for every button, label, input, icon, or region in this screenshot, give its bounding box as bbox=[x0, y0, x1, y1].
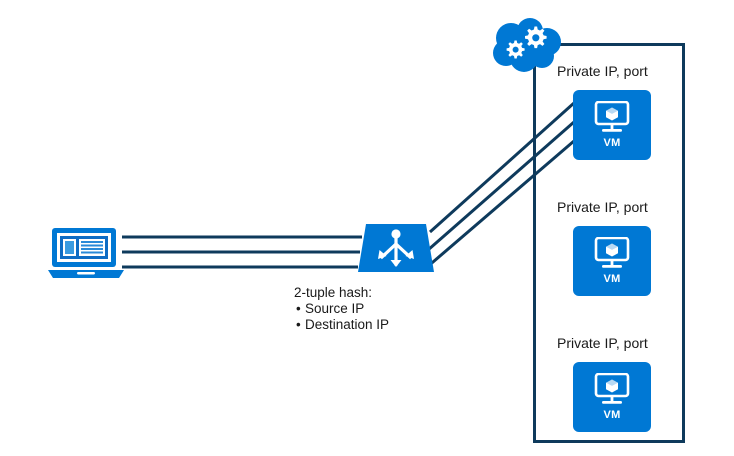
hash-annotation-title: 2-tuple hash: bbox=[294, 285, 373, 300]
vm-tile: VM bbox=[573, 362, 651, 432]
vm-tile-label: VM bbox=[603, 137, 621, 149]
vm-caption: Private IP, port bbox=[557, 63, 648, 79]
hash-annotation-list: Source IP Destination IP bbox=[294, 301, 389, 333]
vm-tile-label: VM bbox=[603, 409, 621, 421]
vm-tile-label: VM bbox=[603, 273, 621, 285]
vm-icon bbox=[594, 237, 630, 268]
hash-annotation-item: Destination IP bbox=[294, 317, 389, 333]
cloud-gears-icon bbox=[490, 18, 566, 74]
vm-caption: Private IP, port bbox=[557, 199, 648, 215]
load-balancer-icon bbox=[355, 224, 437, 274]
vm-icon bbox=[594, 373, 630, 404]
hash-annotation-item: Source IP bbox=[294, 301, 389, 317]
hash-annotation: 2-tuple hash: Source IP Destination IP bbox=[294, 285, 389, 333]
vm-tile: VM bbox=[573, 90, 651, 160]
vm-caption: Private IP, port bbox=[557, 335, 648, 351]
vm-icon bbox=[594, 101, 630, 132]
laptop-icon bbox=[48, 225, 124, 281]
vm-tile: VM bbox=[573, 226, 651, 296]
